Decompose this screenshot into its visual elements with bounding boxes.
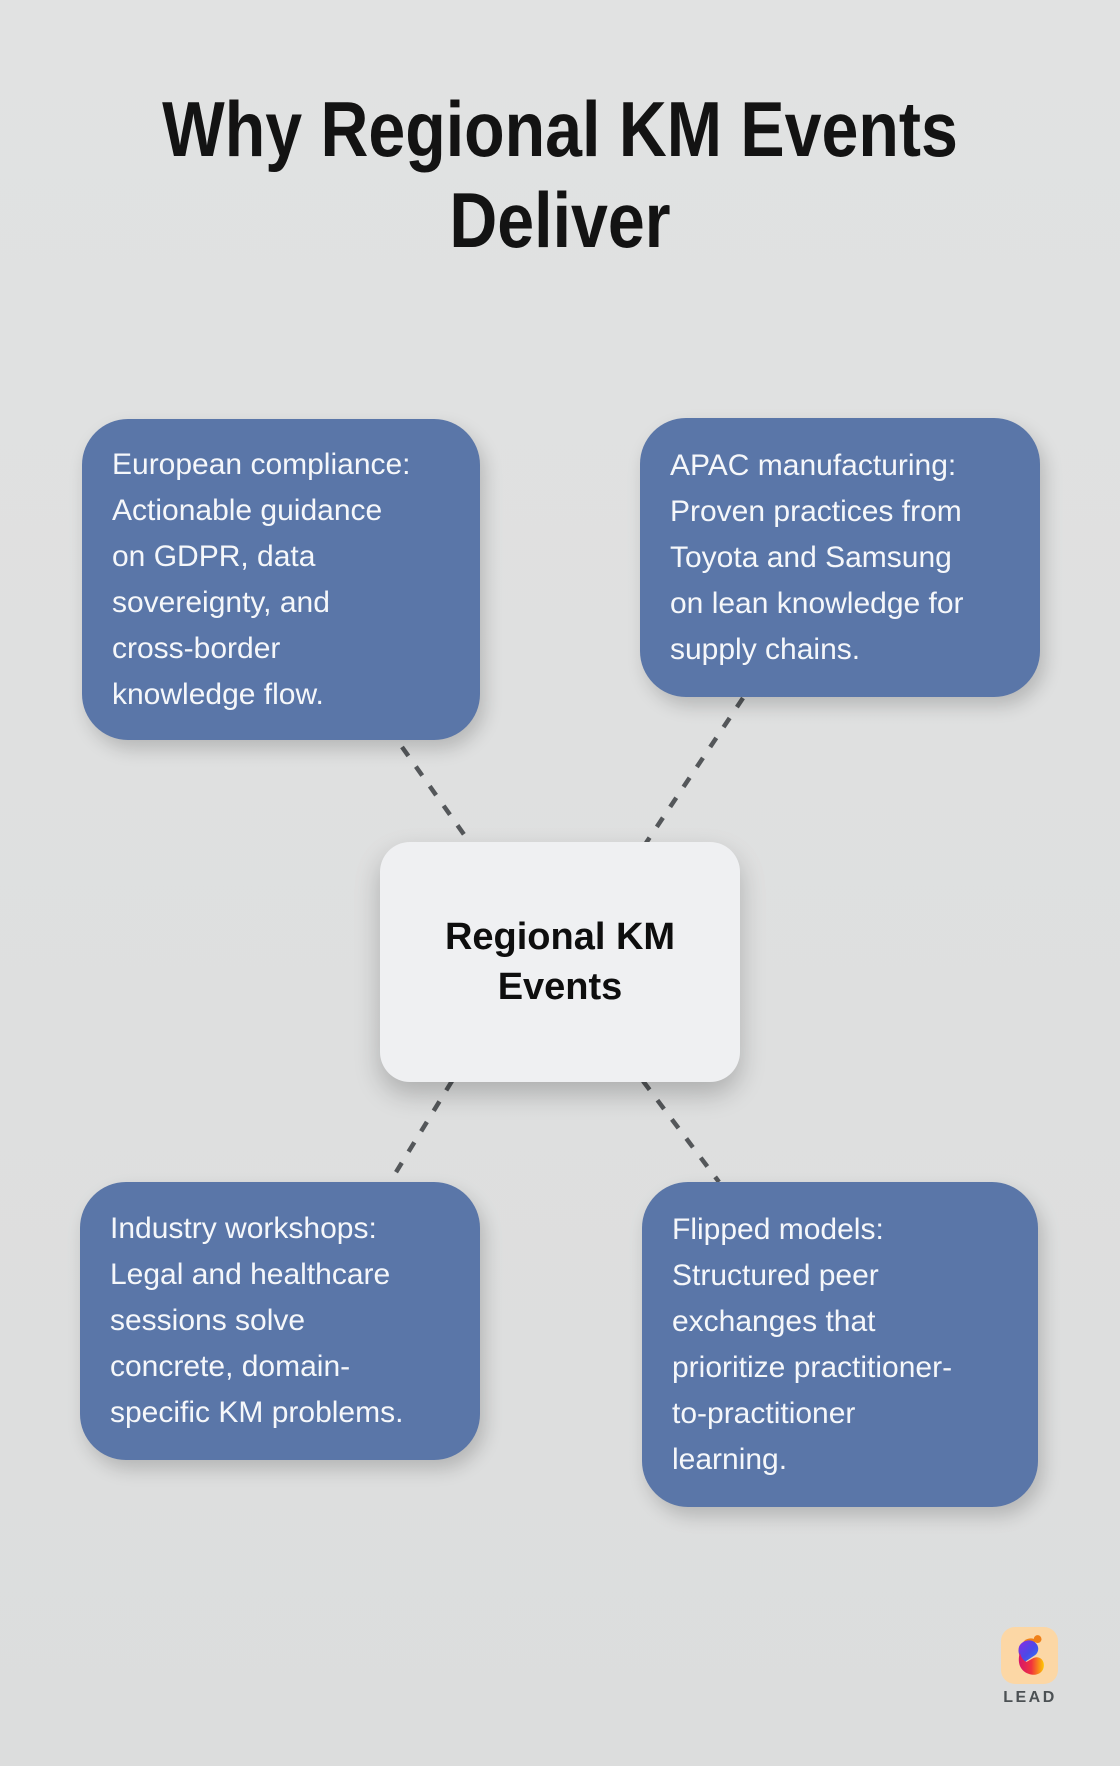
lead-logo-text: LEAD	[1003, 1689, 1057, 1706]
center-node-regional-km-events: Regional KM Events	[380, 842, 740, 1082]
lead-logo-badge	[1001, 1627, 1058, 1684]
node-industry-workshops-text: Industry workshops: Legal and healthcare…	[110, 1212, 404, 1429]
node-european-compliance: European compliance: Actionable guidance…	[82, 419, 480, 740]
lead-logo-icon	[1017, 1634, 1044, 1675]
connector-center-to-bottom-right	[641, 1079, 721, 1184]
node-european-compliance-text: European compliance: Actionable guidance…	[112, 447, 411, 711]
node-flipped-models-text: Flipped models: Structured peer exchange…	[672, 1212, 953, 1476]
node-apac-manufacturing-text: APAC manufacturing: Proven practices fro…	[670, 448, 964, 666]
connector-top-left-to-center	[400, 745, 472, 845]
node-apac-manufacturing: APAC manufacturing: Proven practices fro…	[640, 418, 1040, 697]
page-title: Why Regional KM Events Deliver	[162, 85, 958, 265]
node-flipped-models: Flipped models: Structured peer exchange…	[642, 1182, 1038, 1507]
node-industry-workshops: Industry workshops: Legal and healthcare…	[80, 1182, 480, 1460]
center-node-label: Regional KM Events	[444, 915, 676, 1008]
lead-logo: LEAD	[1001, 1627, 1059, 1707]
connector-top-right-to-center	[644, 696, 745, 845]
connector-center-to-bottom-left	[388, 1079, 454, 1184]
